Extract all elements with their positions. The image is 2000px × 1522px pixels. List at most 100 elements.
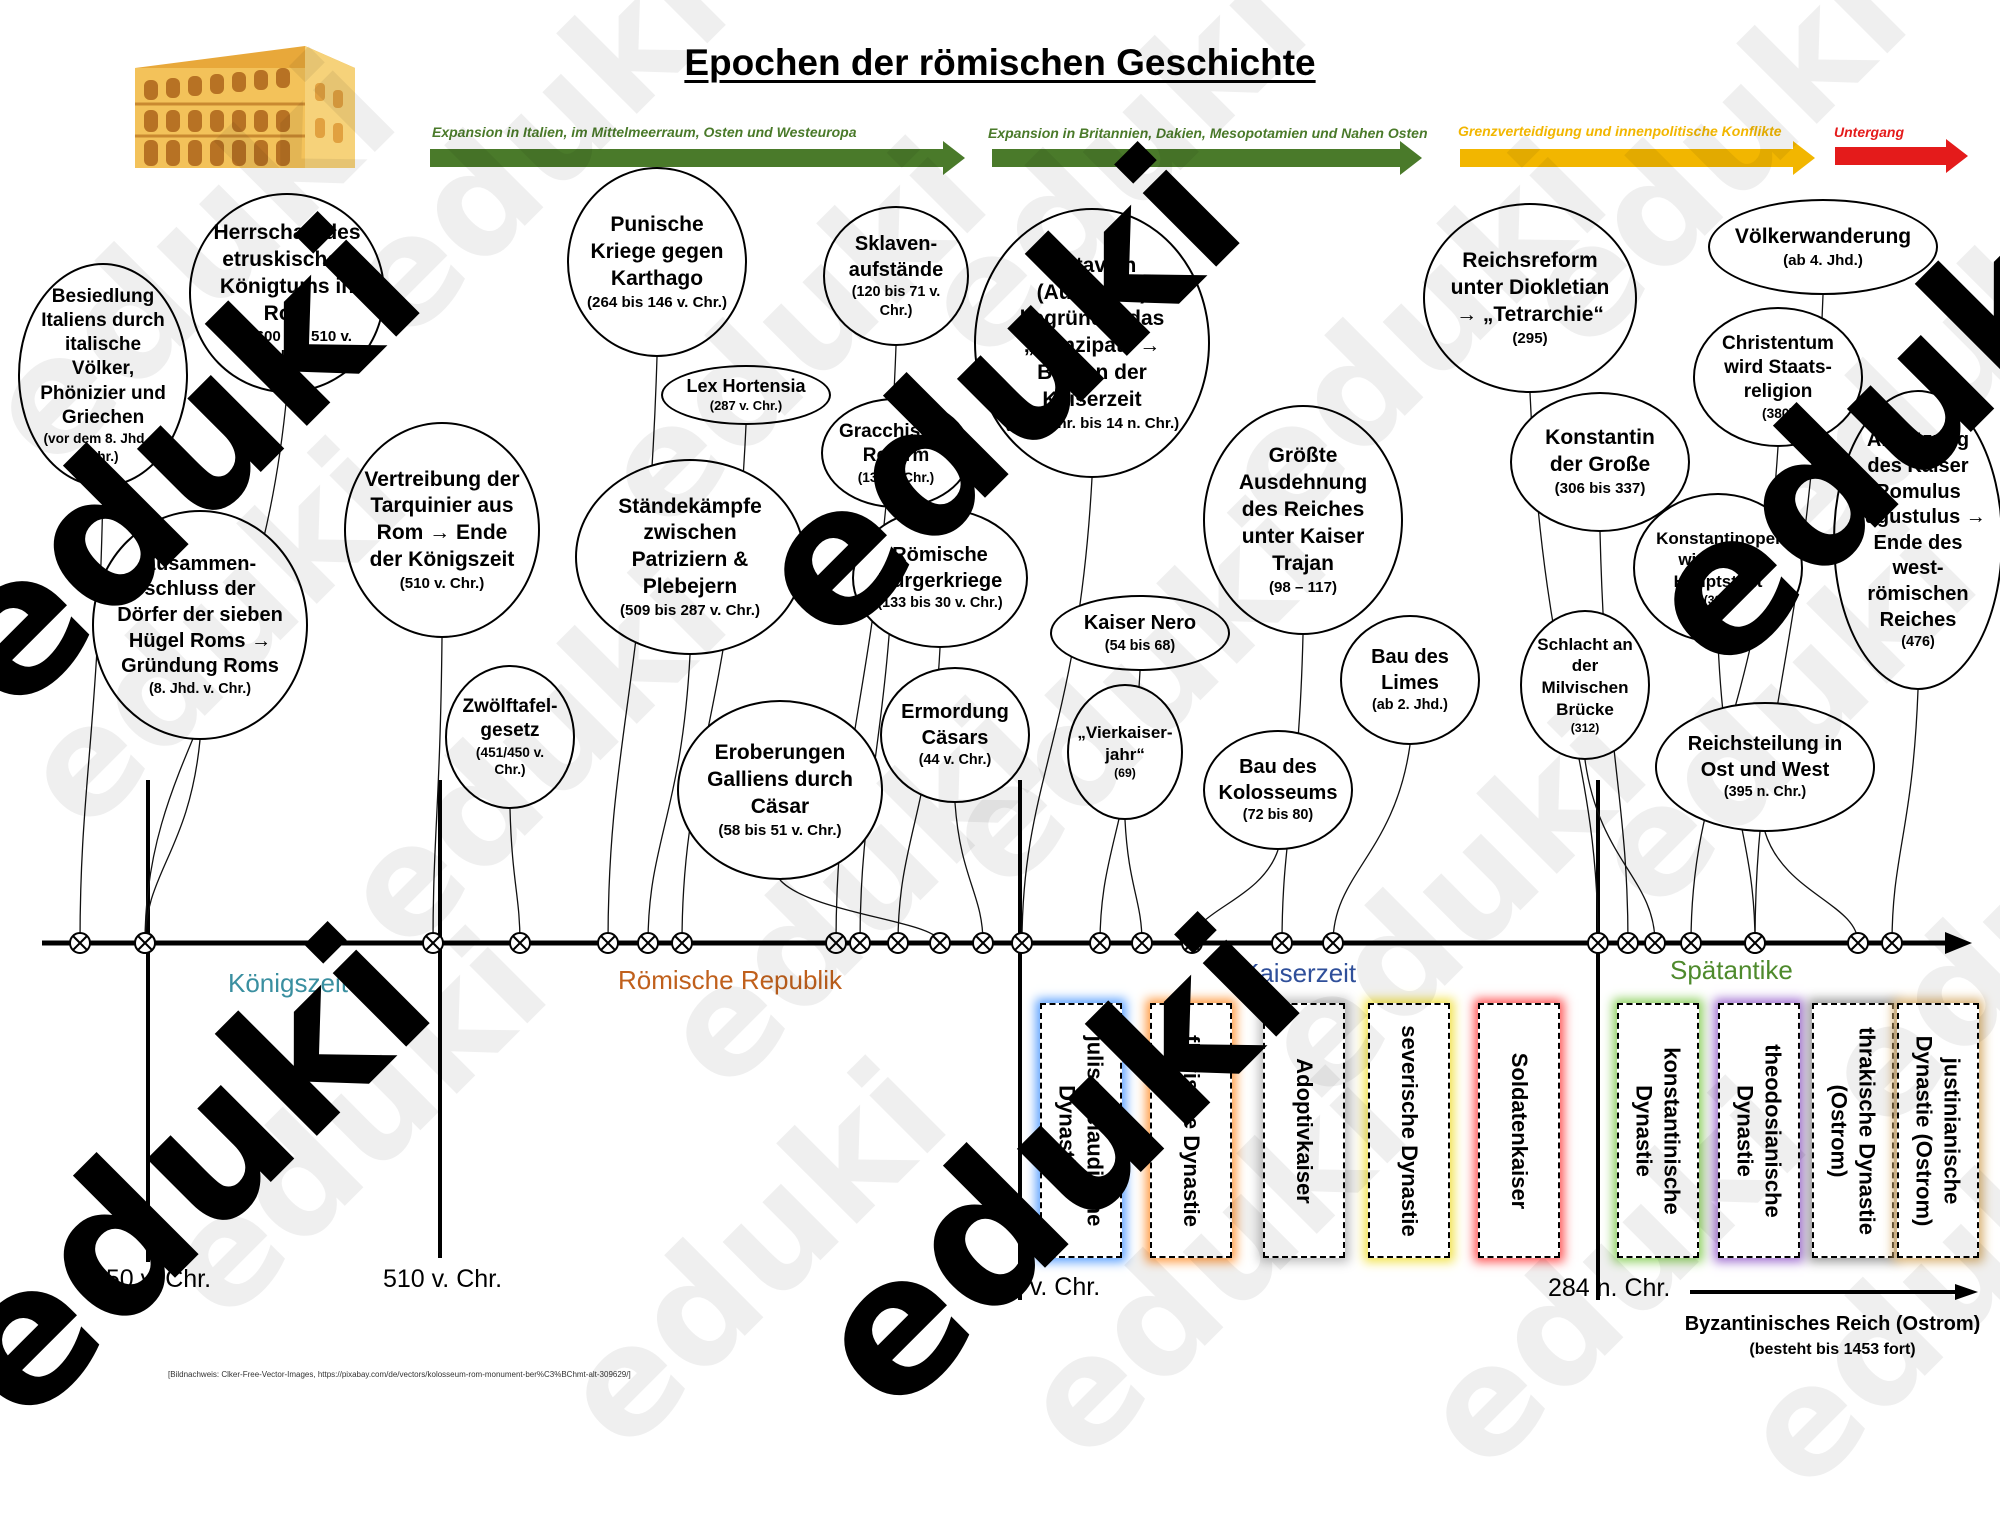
- timeline-marker: [1644, 932, 1666, 954]
- top-arrow-2: [992, 141, 1422, 175]
- event-date: (27 v. Chr. bis 14 n. Chr.): [1004, 414, 1180, 432]
- event-connector: [1891, 689, 1919, 944]
- timeline-marker: [849, 932, 871, 954]
- event-bubble: Ermordung Cäsars (44 v. Chr.): [880, 667, 1030, 803]
- event-date: (451/450 v. Chr.): [475, 744, 545, 778]
- timeline-marker: [422, 932, 444, 954]
- event-date: (98 – 117): [1268, 578, 1338, 596]
- timeline-marker: [825, 932, 847, 954]
- event-text: Sklaven-aufstände: [848, 232, 944, 281]
- event-connector: [1332, 744, 1411, 944]
- era-label-1: Königszeit: [228, 968, 348, 998]
- year-label-4: 284 n. Chr.: [1548, 1274, 1671, 1302]
- event-date: (306 bis 337): [1554, 480, 1646, 498]
- timeline-marker: [637, 932, 659, 954]
- year-label-2: 510 v. Chr.: [383, 1265, 503, 1293]
- event-date: (264 bis 146 v. Chr.): [587, 293, 727, 311]
- timeline-marker: [134, 932, 156, 954]
- top-arrow-label-2: Expansion in Britannien, Dakien, Mesopot…: [988, 125, 1428, 141]
- event-date: (120 bis 71 v. Chr.): [851, 284, 941, 319]
- event-text: Reichsteilung in Ost und West: [1687, 733, 1843, 781]
- event-connector: [954, 802, 984, 944]
- event-connector: [1124, 819, 1143, 944]
- event-bubble: Besiedlung Italiens durch italische Völk…: [18, 263, 188, 487]
- event-bubble: Konstantinopel wird neue Hauptstadt(324): [1633, 493, 1803, 643]
- event-text: Schlacht an der Milvischen Brücke: [1537, 634, 1633, 719]
- top-arrow-3: [1460, 141, 1815, 175]
- event-text: Reichsreform unter Diokletian → „Tetrarc…: [1450, 249, 1610, 326]
- event-date: (ab 4. Jhd.): [1783, 251, 1863, 269]
- era-label-2: Römische Republik: [618, 965, 842, 995]
- event-bubble: Zwölftafel-gesetz(451/450 v. Chr.): [445, 665, 575, 809]
- event-bubble: „Vierkaiser-jahr“(69): [1067, 684, 1183, 820]
- event-date: (395 n. Chr.): [1723, 784, 1807, 801]
- event-text: Punische Kriege gegen Karthago: [590, 213, 724, 290]
- event-date: (44 v. Chr.): [918, 752, 992, 769]
- event-connector: [1021, 477, 1093, 944]
- event-bubble: Absetzung des Kaiser Romulus Augustulus …: [1833, 390, 2000, 690]
- event-date: (380): [1762, 405, 1794, 421]
- event-bubble: Kaiser Nero (54 bis 68): [1050, 595, 1230, 671]
- event-text: Herrschaft des etruskischen Königtums in…: [213, 220, 361, 325]
- event-bubble: Sklaven-aufstände(120 bis 71 v. Chr.): [823, 206, 969, 346]
- event-bubble: Gracchische Reform (133 v. Chr.): [821, 398, 971, 508]
- top-arrow-label-1: Expansion in Italien, im Mittelmeerraum,…: [432, 124, 857, 140]
- year-label-3: 27 v. Chr.: [995, 1273, 1101, 1301]
- event-text: Völkerwanderung: [1734, 224, 1912, 248]
- timeline-marker: [509, 932, 531, 954]
- event-text: Konstantinopel wird neue Hauptstadt: [1656, 528, 1780, 592]
- event-date: (54 bis 68): [1104, 637, 1176, 654]
- event-date: (vor dem 8. Jhd. v. Chr.): [43, 431, 163, 464]
- event-connector: [509, 808, 521, 944]
- event-date: (133 v. Chr.): [857, 469, 935, 485]
- dynasty-box: Adoptivkaiser: [1263, 1003, 1345, 1258]
- timeline-marker: [1881, 932, 1903, 954]
- event-text: Zusammen-schluss der Dörfer der sieben H…: [117, 552, 283, 678]
- dynasty-box: Soldatenkaiser: [1478, 1003, 1560, 1258]
- image-credit: [Bildnachweis: Clker-Free-Vector-Images,…: [168, 1370, 631, 1379]
- dynasty-box: justinianische Dynastie (Ostrom): [1897, 1003, 1979, 1258]
- event-text: Gracchische Reform: [838, 420, 954, 467]
- timeline-marker: [1089, 932, 1111, 954]
- top-arrow-label-3: Grenzverteidigung und innenpolitische Ko…: [1458, 123, 1782, 139]
- event-bubble: Eroberungen Galliens durch Cäsar(58 bis …: [677, 700, 883, 880]
- timeline-marker: [887, 932, 909, 954]
- timeline-marker: [1011, 932, 1033, 954]
- event-bubble: Bau des Kolosseums (72 bis 80): [1203, 730, 1353, 850]
- event-bubble: Schlacht an der Milvischen Brücke(312): [1520, 610, 1650, 760]
- event-bubble: Völkerwanderung (ab 4. Jhd.): [1708, 199, 1938, 295]
- timeline-marker: [1131, 932, 1153, 954]
- event-date: (72 bis 80): [1242, 807, 1314, 824]
- top-arrow-label-4: Untergang: [1834, 124, 1904, 140]
- event-date: (8. Jhd. v. Chr.): [148, 680, 252, 697]
- timeline-marker: [69, 932, 91, 954]
- event-text: Bau des Kolosseums: [1218, 756, 1338, 804]
- event-text: Bau des Limes: [1371, 646, 1449, 694]
- event-text: Römische Bürgerkriege: [877, 544, 1003, 592]
- byzantine-arrowhead: [1955, 1284, 1978, 1300]
- dynasty-box: flavische Dynastie: [1150, 1003, 1232, 1258]
- timeline-marker: [1744, 932, 1766, 954]
- event-date: (58 bis 51 v. Chr.): [718, 821, 842, 839]
- timeline-marker: [929, 932, 951, 954]
- event-date: (287 v. Chr.): [709, 398, 783, 414]
- event-date: (295): [1512, 329, 1548, 347]
- event-bubble: Octavian (Augustus) begründet das „Prinz…: [974, 208, 1210, 478]
- byzantine-title: Byzantinisches Reich (Ostrom): [1684, 1313, 1981, 1335]
- event-date: (133 bis 30 v. Chr.): [877, 595, 1003, 612]
- event-bubble: Lex Hortensia(287 v. Chr.): [661, 365, 831, 425]
- dynasty-box: severische Dynastie: [1368, 1003, 1450, 1258]
- event-text: Besiedlung Italiens durch italische Völk…: [40, 285, 166, 429]
- event-text: Kaiser Nero: [1083, 611, 1197, 634]
- event-date: (324): [1703, 592, 1733, 607]
- event-text: Ermordung Cäsars: [901, 701, 1009, 749]
- dynasty-box: konstantinische Dynastie: [1617, 1003, 1699, 1258]
- event-text: Konstantin der Große: [1545, 426, 1655, 477]
- event-bubble: Punische Kriege gegen Karthago (264 bis 1…: [567, 167, 747, 357]
- event-bubble: Christentum wird Staats-religion(380): [1693, 307, 1863, 447]
- event-text: Vertreibung der Tarquinier aus Rom → End…: [364, 467, 520, 572]
- event-bubble: Zusammen-schluss der Dörfer der sieben H…: [92, 510, 308, 740]
- timeline-marker: [1847, 932, 1869, 954]
- timeline-marker: [972, 932, 994, 954]
- event-date: (509 bis 287 v. Chr.): [620, 602, 760, 620]
